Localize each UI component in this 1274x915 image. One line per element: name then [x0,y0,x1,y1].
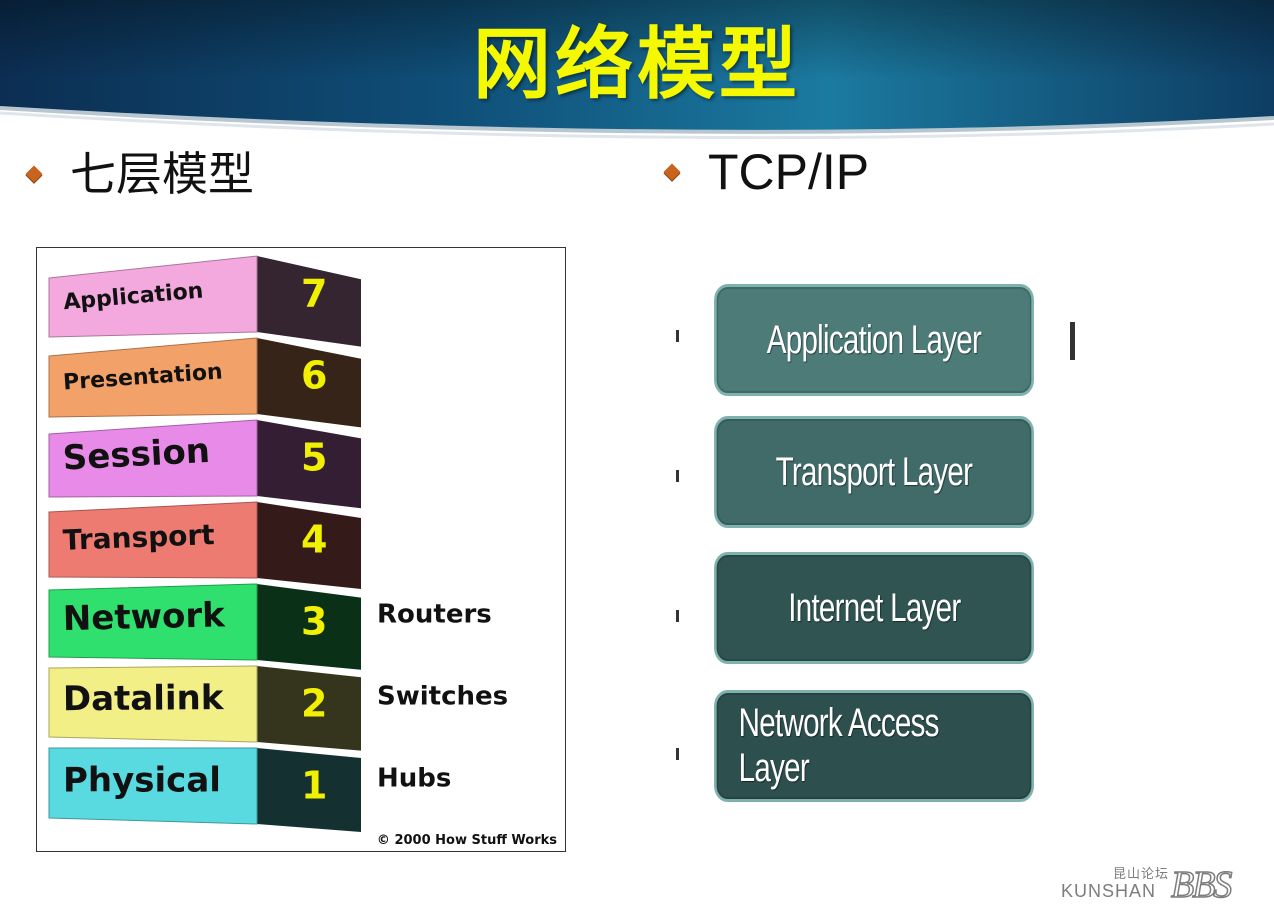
osi-layer-number: 2 [301,681,327,725]
osi-layer-side [257,584,361,670]
osi-device-label: Hubs [377,764,451,794]
osi-layer-number: 4 [301,517,327,561]
tcpip-layer-application: Application Layer [714,284,1034,396]
tcpip-heading-text: TCP/IP [708,144,870,200]
osi-layer-session: Session 5 [48,419,361,509]
edge-mark [676,748,679,760]
osi-layer-label: Network [62,595,226,639]
osi-layer-number: 6 [301,353,327,397]
osi-layer-front [48,419,258,498]
logo-en-text: KUNSHAN [1061,881,1157,901]
osi-layer-side [257,420,361,509]
osi-layer-front [48,583,258,661]
osi-layer-label: Session [62,431,211,479]
slide-title: 网络模型 [472,20,801,110]
tcpip-layer-transport: Transport Layer [714,416,1034,528]
edge-mark [676,330,679,342]
edge-mark [676,470,679,482]
osi-layer-side [257,338,361,428]
tcpip-layer-label: Internet Layer [787,585,961,630]
osi-layer-label: Physical [63,760,221,800]
edge-mark [676,610,679,622]
tcpip-layer-internet: Internet Layer [714,552,1034,664]
osi-layer-side [257,256,361,347]
tcpip-layer-network-access: Network Access Layer [714,690,1034,802]
osi-copyright: © 2000 How Stuff Works [377,833,557,848]
osi-layer-side [257,666,361,751]
osi-layer-front [48,747,258,825]
osi-layer-label: Datalink [63,678,225,719]
tcpip-layer-label: Network Access Layer [738,701,940,790]
osi-layer-front [48,665,258,743]
osi-layer-number: 5 [301,435,327,479]
logo-cn-text: 昆山论坛 [1113,866,1170,881]
osi-heading-text: 七层模型 [70,147,254,201]
osi-device-label: Switches [377,682,508,712]
osi-layer-transport: Transport 4 [48,501,361,589]
osi-layer-number: 7 [301,271,327,315]
osi-layer-datalink: Datalink 2 Switches [48,665,508,751]
osi-heading: 七层模型 [22,144,254,204]
osi-layer-number: 1 [301,763,327,807]
tcpip-layer-label: Application Layer [766,317,982,362]
osi-layer-front [48,501,258,579]
bullet-diamond-icon [25,165,43,183]
edge-mark [1070,322,1075,360]
header-banner [0,0,1274,150]
osi-layer-front [48,337,258,418]
tcpip-figure: Application Layer Transport Layer Intern… [676,270,1076,815]
osi-layer-front [48,255,258,338]
bullet-diamond-icon [663,163,681,181]
tcpip-layer-label: Transport Layer [775,449,973,494]
footer-logo: 昆山论坛 KUNSHAN BBS [1061,863,1266,907]
logo-bbs-text: BBS [1170,863,1233,907]
osi-layer-side [257,748,361,832]
osi-layer-number: 3 [301,599,327,643]
osi-layer-label: Transport [62,518,215,557]
osi-layer-network: Network 3 Routers [48,583,492,670]
osi-layer-side [257,502,361,589]
osi-layer-physical: Physical 1 Hubs [48,747,451,832]
osi-device-label: Routers [377,600,492,630]
tcpip-heading: TCP/IP [660,142,869,202]
